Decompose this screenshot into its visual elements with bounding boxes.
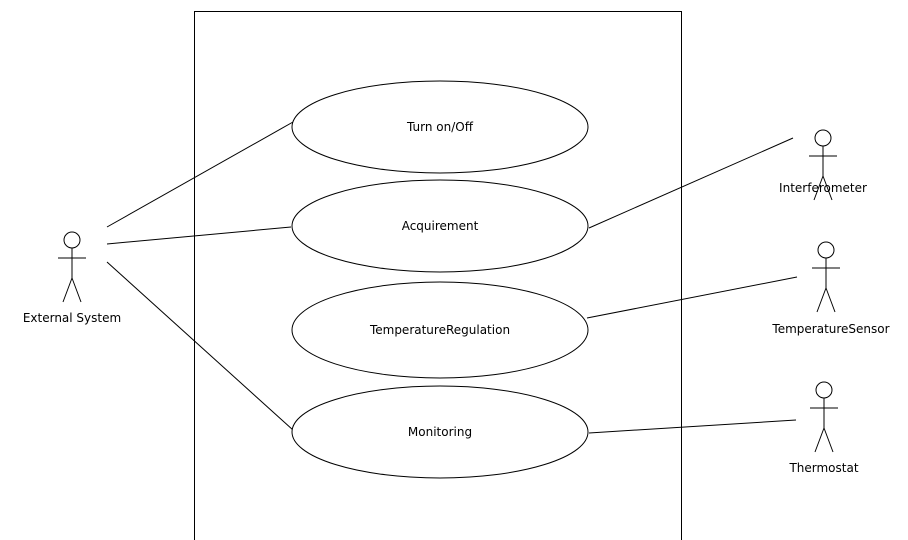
- use-case-ellipse: [291, 281, 589, 379]
- actor-label-temperature-sensor: TemperatureSensor: [771, 322, 889, 336]
- association-external-monitoring: [106, 261, 294, 431]
- use-case-ellipse: [291, 385, 589, 479]
- stick-figure-icon: [809, 129, 837, 201]
- use-case-label: Acquirement: [402, 219, 479, 233]
- stick-figure-icon: [58, 231, 86, 303]
- actor-label-interferometer: Interferometer: [779, 181, 867, 195]
- use-case-monitoring: Monitoring: [291, 385, 589, 479]
- use-case-ellipse: [291, 80, 589, 174]
- actor-interferometer: [809, 129, 837, 201]
- association-interferometer-acquirement: [588, 137, 794, 229]
- associations: [106, 121, 798, 434]
- use-case-label: Monitoring: [408, 425, 472, 439]
- association-thermostat-monitoring: [588, 419, 797, 434]
- association-tempsensor-tempreg: [586, 276, 798, 319]
- actor-thermostat: [810, 381, 838, 453]
- use-case-turnonoff: Turn on/Off: [291, 80, 589, 174]
- system-boundary: [194, 11, 682, 540]
- actor-external-system: External System: [23, 231, 121, 325]
- actor-label-thermostat: Thermostat: [788, 461, 858, 475]
- association-external-acquirement: [106, 226, 292, 245]
- stick-figure-icon: [812, 241, 840, 313]
- association-external-turnonoff: [106, 121, 294, 228]
- use-case-label: TemperatureRegulation: [369, 323, 510, 337]
- use-case-acquirement: Acquirement: [291, 179, 589, 273]
- actor-label: External System: [23, 311, 121, 325]
- use-case-ellipse: [291, 179, 589, 273]
- use-case-label: Turn on/Off: [406, 120, 474, 134]
- stick-figure-icon: [810, 381, 838, 453]
- actor-temperature-sensor: [812, 241, 840, 313]
- use-case-tempreg: TemperatureRegulation: [291, 281, 589, 379]
